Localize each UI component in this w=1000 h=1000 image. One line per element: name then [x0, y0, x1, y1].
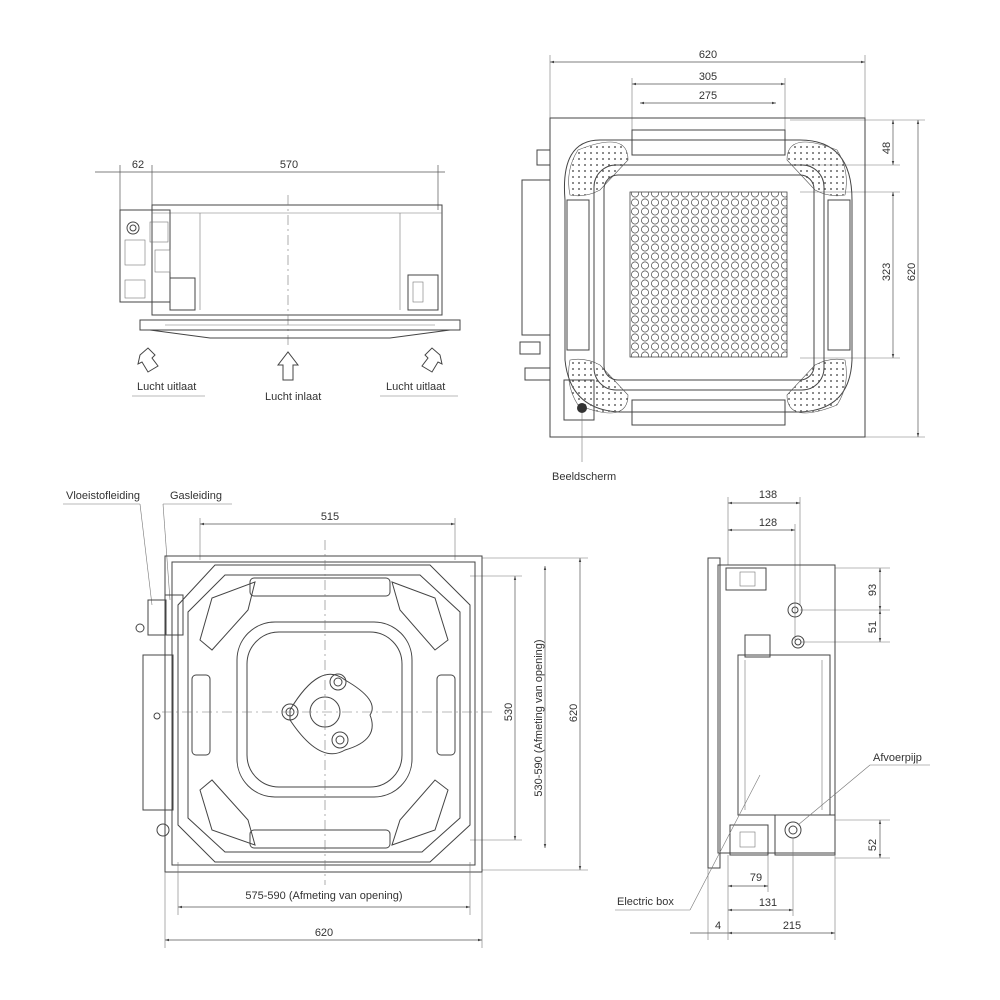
dim-138: 138	[759, 489, 777, 501]
electric-box-terminal	[729, 824, 769, 856]
dim-79: 79	[750, 872, 762, 884]
unit-body	[151, 204, 443, 316]
side-view-bottom-right: 138 128 93 51 Afvoerpijp	[615, 489, 930, 940]
dim-323: 323	[881, 263, 893, 281]
fan-hub	[289, 673, 373, 755]
label-liquid-pipe: Vloeistofleiding	[66, 490, 140, 502]
label-display: Beeldscherm	[552, 471, 616, 483]
dim-305: 305	[699, 71, 717, 83]
dim-128: 128	[759, 517, 777, 529]
dim-620-side-bottom: 620	[568, 704, 580, 722]
dim-opening-vertical: 530-590 (Afmeting van opening)	[533, 639, 545, 796]
dim-275: 275	[699, 90, 717, 102]
dim-131: 131	[759, 897, 777, 909]
label-drain-pipe: Afvoerpijp	[873, 752, 922, 764]
dim-48: 48	[881, 142, 893, 154]
label-air-outlet-left: Lucht uitlaat	[137, 381, 196, 393]
label-air-outlet-right: Lucht uitlaat	[386, 381, 445, 393]
side-view-top-left: 62 570 Lucht uitlaat Lucht inlaat Lucht …	[95, 159, 461, 403]
label-gas-pipe: Gasleiding	[170, 490, 222, 502]
dim-620-side: 620	[906, 263, 918, 281]
dim-opening-horizontal: 575-590 (Afmeting van opening)	[245, 890, 402, 902]
air-outlet-right-arrow	[421, 347, 443, 373]
label-electric-box: Electric box	[617, 896, 674, 908]
label-air-inlet: Lucht inlaat	[265, 391, 321, 403]
panel-side	[139, 319, 461, 331]
dim-52: 52	[867, 839, 879, 851]
dim-4: 4	[715, 920, 721, 932]
air-grille	[629, 191, 788, 358]
gas-pipe-connector	[787, 602, 803, 618]
dim-51: 51	[867, 621, 879, 633]
panel-view-top-right: 620 305 275 48 323 620	[519, 49, 925, 483]
unit-tray	[177, 564, 471, 863]
side-unit-body	[717, 564, 836, 854]
dim-570: 570	[280, 159, 298, 171]
dim-93: 93	[867, 584, 879, 596]
air-inlet-arrow	[276, 351, 300, 381]
dim-530: 530	[503, 703, 515, 721]
dim-62: 62	[132, 159, 144, 171]
electric-box-top	[142, 654, 174, 811]
top-view-frame	[164, 555, 483, 873]
dim-215: 215	[783, 920, 801, 932]
liquid-pipe-connector	[791, 635, 805, 649]
dim-620-bottom: 620	[315, 927, 333, 939]
air-outlet-left-arrow	[137, 347, 159, 373]
dim-620-top: 620	[699, 49, 717, 61]
dim-515: 515	[321, 511, 339, 523]
top-view-bottom-left: Vloeistofleiding Gasleiding 515 530 530-…	[63, 490, 588, 948]
display-sensor-icon	[577, 403, 587, 413]
display-panel	[563, 379, 595, 421]
